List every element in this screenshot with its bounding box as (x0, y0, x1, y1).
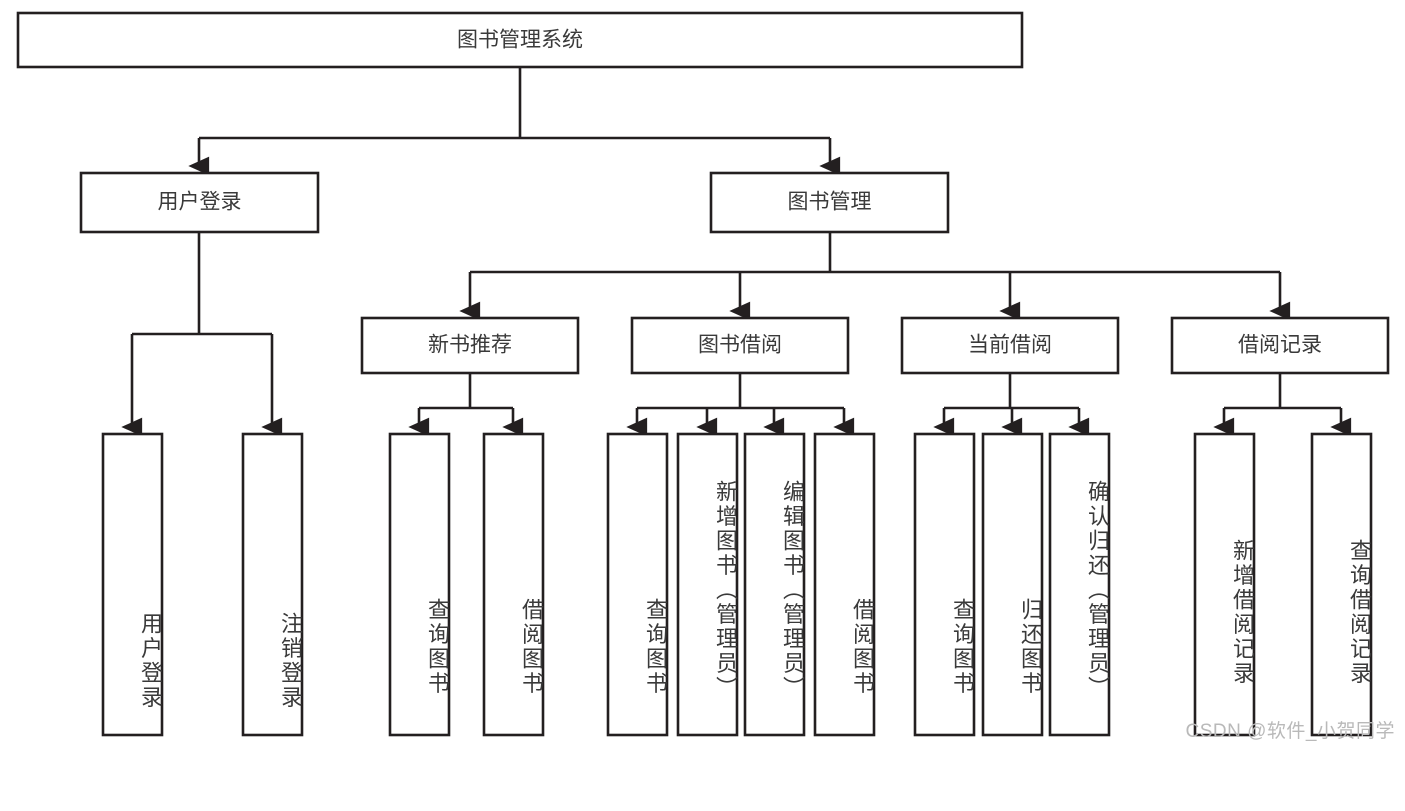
node-book-borrow[interactable]: 图书借阅 (630, 316, 850, 375)
node-label-root: 图书管理系统 (457, 29, 583, 52)
hierarchy-diagram: 图书管理系统 用户登录 图书管理 新书推荐 图书借阅 当前借阅 借阅记录 (16, 11, 1395, 742)
node-box-current-borrow[interactable] (900, 316, 1120, 375)
node-user-login[interactable]: 用户登录 (79, 171, 320, 234)
node-box-book-management[interactable] (709, 171, 950, 234)
connector-group-user-login (121, 232, 283, 437)
node-label-borrow-record: 借阅记录 (1238, 334, 1322, 357)
node-new-book-recommend[interactable]: 新书推荐 (360, 316, 580, 375)
watermark-text: CSDN @软件_小贺同学 (1185, 721, 1395, 742)
connector-group-book-borrow (626, 373, 855, 437)
node-label-new-book-recommend: 新书推荐 (428, 334, 512, 357)
leaf-box-current-borrow-1[interactable] (913, 432, 976, 737)
leaf-box-book-borrow-3[interactable] (743, 432, 806, 737)
leaf-box-borrow-record-1[interactable] (1193, 432, 1256, 737)
connector-group-new-book (408, 373, 524, 437)
leaf-box-new-book-2[interactable] (482, 432, 545, 737)
node-box-user-login[interactable] (79, 171, 320, 234)
node-label-current-borrow: 当前借阅 (968, 334, 1052, 357)
connector-group-root (188, 67, 841, 176)
node-box-borrow-record[interactable] (1170, 316, 1390, 375)
node-label-book-borrow: 图书借阅 (698, 334, 782, 357)
node-box-book-borrow[interactable] (630, 316, 850, 375)
node-borrow-record[interactable]: 借阅记录 (1170, 316, 1390, 375)
leaf-box-book-borrow-4[interactable] (813, 432, 876, 737)
node-label-user-login: 用户登录 (158, 191, 242, 214)
leaf-box-user-login-1[interactable] (101, 432, 164, 737)
leaf-box-current-borrow-3[interactable] (1048, 432, 1111, 737)
connector-group-borrow-record (1213, 373, 1352, 437)
connector-group-current-borrow (933, 373, 1090, 437)
node-box-root[interactable] (16, 11, 1024, 69)
node-current-borrow[interactable]: 当前借阅 (900, 316, 1120, 375)
leaf-box-borrow-record-2[interactable] (1310, 432, 1373, 737)
node-label-book-management: 图书管理 (788, 191, 872, 214)
leaf-box-book-borrow-2[interactable] (676, 432, 739, 737)
node-book-management[interactable]: 图书管理 (709, 171, 950, 234)
node-root-book-management-system[interactable]: 图书管理系统 (16, 11, 1024, 69)
leaf-box-user-login-2[interactable] (241, 432, 304, 737)
diagram-canvas: 图书管理系统 用户登录 图书管理 新书推荐 图书借阅 当前借阅 借阅记录 (16, 11, 1390, 737)
connector-group-book-manage (459, 232, 1291, 321)
node-box-new-book-recommend[interactable] (360, 316, 580, 375)
leaf-box-current-borrow-2[interactable] (981, 432, 1044, 737)
leaf-box-new-book-1[interactable] (388, 432, 451, 737)
leaf-box-book-borrow-1[interactable] (606, 432, 669, 737)
